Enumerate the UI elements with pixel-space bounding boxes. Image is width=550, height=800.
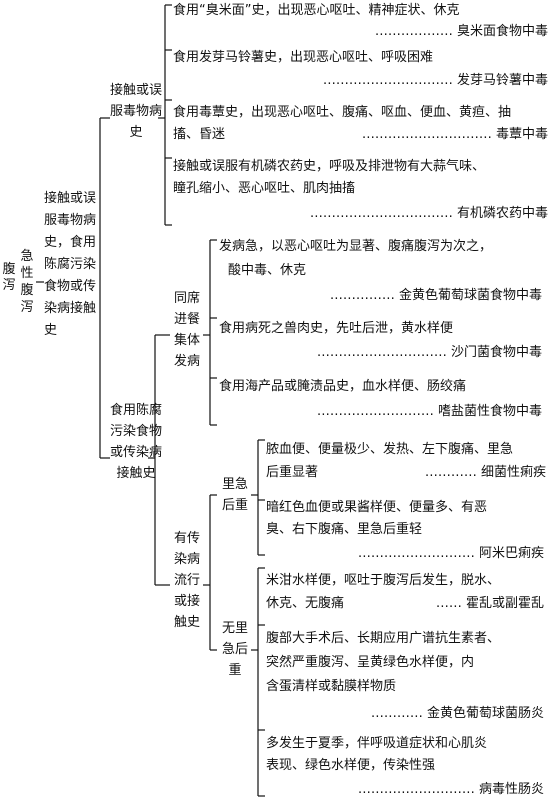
item-rice-noodle-history: 食用“臭米面”史，出现恶心呕吐、精神症状、休克: [173, 3, 460, 18]
item-salmonella-diagnosis: ………………………… 沙门菌食物中毒: [222, 342, 542, 363]
item-staph-enteritis-history-cont1: 突然严重腹泻、呈黄绿色水样便，内: [266, 655, 475, 670]
diagnosis-text: 霍乱或副霍乱: [465, 596, 544, 611]
item-staph-food-diagnosis: …………… 金黄色葡萄球菌食物中毒: [222, 285, 542, 306]
diagnosis-text: 阿米巴痢疾: [478, 546, 544, 561]
diagnosis-text: 金黄色葡萄球菌肠炎: [426, 706, 544, 721]
leader-dots: …………: [370, 706, 423, 721]
no-tenesmus-label: 无里急后重: [221, 621, 248, 678]
item-mushroom-diagnosis: ………………………… 毒蕈中毒: [240, 124, 548, 145]
item-organophosphate-history-cont: 瞳孔缩小、恶心呕吐、肌肉抽搐: [173, 181, 356, 196]
item-vibrio-diagnosis: ……………………… 嗜盐菌性食物中毒: [222, 401, 542, 422]
item-bacillary-history-cont: 后重显著: [266, 465, 319, 480]
item-staph-enteritis-history: 腹部大手术后、长期应用广谱抗生素者、: [266, 631, 501, 646]
leader-dots: …………………………: [322, 73, 453, 88]
diagnosis-text: 沙门菌食物中毒: [450, 345, 542, 360]
item-staph-food-history: 发病急，以恶心呕吐为显著、腹痛腹泻为次之，: [219, 239, 493, 254]
item-potato-diagnosis: ………………………… 发芽马铃薯中毒: [180, 70, 548, 91]
item-bacillary-history: 脓血便、便量极少、发热、左下腹痛、里急: [266, 442, 514, 457]
leader-dots: ………………………: [316, 404, 434, 419]
item-viral-history-cont: 表现、绿色水样便，传染性强: [266, 758, 436, 773]
item-salmonella-history: 食用病死之兽肉史，先吐后泄，黄水样便: [219, 321, 454, 336]
item-amoebic-diagnosis: ……………………… 阿米巴痢疾: [266, 543, 544, 564]
item-amoebic-history-cont: 臭、右下腹痛、里急后重轻: [266, 522, 423, 537]
level1-history-label: 接触或误服毒物病史，食用陈腐污染食物或传染病接触史: [44, 188, 100, 342]
diagnosis-text: 病毒性肠炎: [478, 782, 544, 797]
leader-dots: ……………………………: [309, 206, 453, 221]
leader-dots: …………: [424, 465, 477, 480]
infectious-contact-label: 有传染病流行或接触史: [173, 531, 200, 630]
diagnosis-text: 嗜盐菌性食物中毒: [437, 404, 542, 419]
root-label-diarrhea: 腹泻: [2, 262, 16, 293]
diagnosis-text: 金黄色葡萄球菌食物中毒: [398, 288, 542, 303]
item-staph-food-history-cont: 酸中毒、休克: [228, 263, 307, 278]
item-staph-enteritis-diagnosis: ………… 金黄色葡萄球菌肠炎: [266, 703, 544, 724]
diagnosis-text: 臭米面食物中毒: [456, 24, 548, 39]
item-viral-diagnosis: ……………………… 病毒性肠炎: [266, 779, 544, 800]
level1-text: 接触或误服毒物病史，食用陈腐污染食物或传染病接触史: [44, 191, 97, 338]
root-label-acute: 急性腹泻: [20, 249, 34, 315]
leader-dots: ………………………: [357, 782, 475, 797]
poison-history-label: 接触或误服毒物病史: [110, 83, 163, 140]
group-dining-label: 同席进餐集体发病: [173, 291, 200, 369]
leader-dots: ……………: [329, 288, 395, 303]
item-mushroom-history: 食用毒蕈史，出现恶心呕吐、腹痛、呕血、便血、黄疸、抽: [173, 105, 512, 120]
leader-dots: ………………………: [357, 546, 475, 561]
item-mushroom-history-cont: 搐、昏迷: [173, 127, 226, 142]
diagnosis-text: 毒蕈中毒: [495, 127, 548, 142]
item-vibrio-history: 食用海产品或腌渍品史，血水样便、肠绞痛: [219, 379, 467, 394]
leader-dots: ………………: [374, 24, 453, 39]
diagnosis-text: 细菌性痢疾: [480, 465, 546, 480]
item-organophosphate-history: 接触或误服有机磷农药史，呼吸及排泄物有大蒜气味、: [173, 159, 486, 174]
tenesmus-label: 里急后重: [221, 477, 248, 513]
item-organophosphate-diagnosis: …………………………… 有机磷农药中毒: [180, 203, 548, 224]
leader-dots: …………………………: [316, 345, 447, 360]
food-history-label: 食用陈腐污染食物或传染病接触史: [110, 403, 163, 481]
diagnosis-text: 发芽马铃薯中毒: [456, 73, 548, 88]
diagnosis-text: 有机磷农药中毒: [456, 206, 548, 221]
item-viral-history: 多发生于夏季，伴呼吸道症状和心肌炎: [266, 736, 488, 751]
item-rice-noodle-diagnosis: ……………… 臭米面食物中毒: [180, 21, 548, 42]
item-bacillary-diagnosis: ………… 细菌性痢疾: [340, 462, 546, 483]
leader-dots: …………………………: [361, 127, 492, 142]
item-cholera-diagnosis: …… 霍乱或副霍乱: [350, 593, 544, 614]
leader-dots: ……: [435, 596, 462, 611]
item-amoebic-history: 暗红色血便或果酱样便、便量多、有恶: [266, 500, 488, 515]
item-cholera-history: 米泔水样便，呕吐于腹泻后发生，脱水、: [266, 573, 501, 588]
item-potato-history: 食用发芽马铃薯史，出现恶心呕吐、呼吸困难: [173, 50, 434, 65]
item-cholera-history-cont: 休克、无腹痛: [266, 596, 345, 611]
item-staph-enteritis-history-cont2: 含蛋清样或黏膜样物质: [266, 679, 397, 694]
